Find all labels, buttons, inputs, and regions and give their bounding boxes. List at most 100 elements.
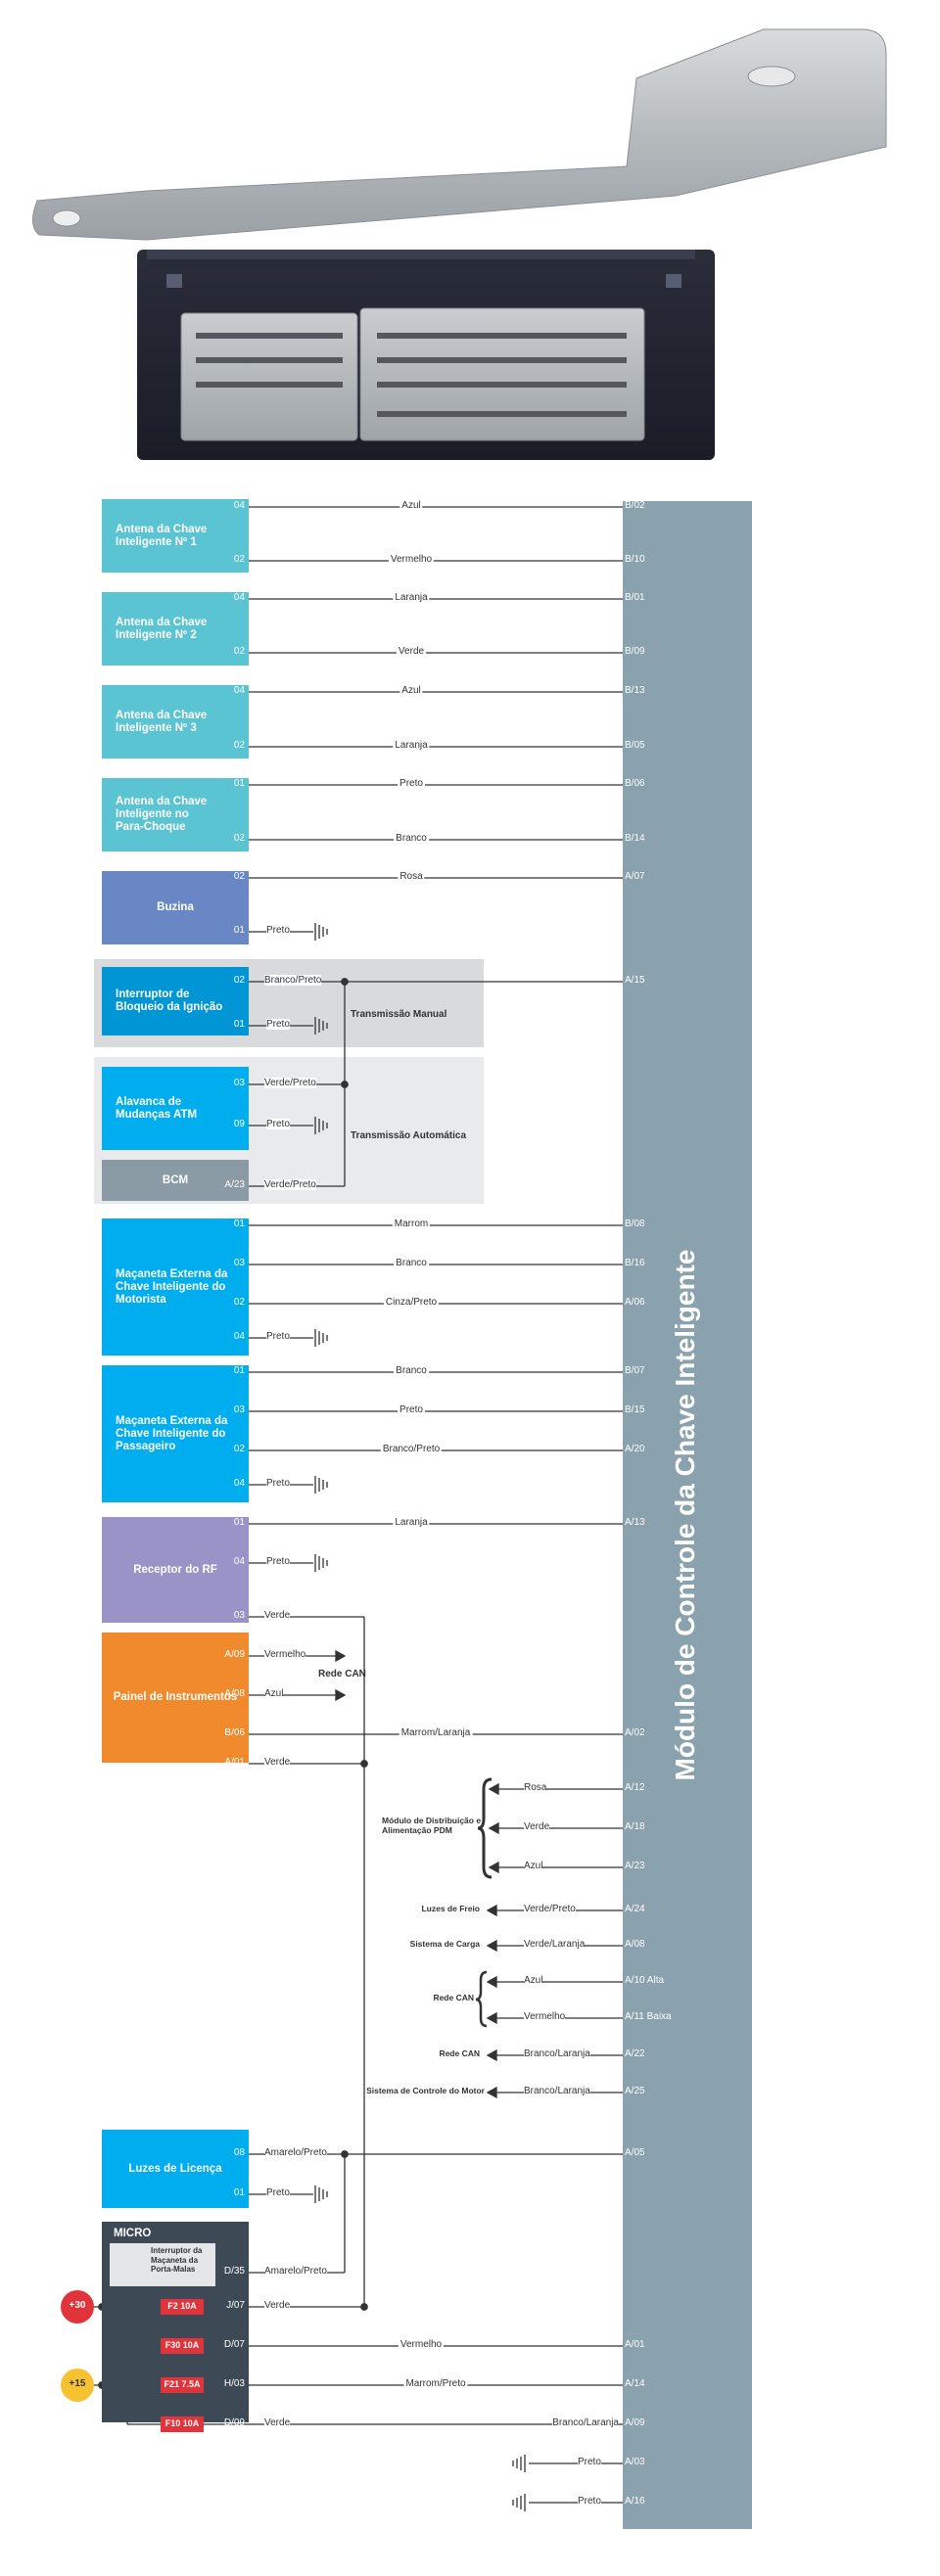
block-label: Receptor do RF (133, 1563, 217, 1576)
pin-label: 01 (233, 1019, 245, 1030)
supply-label: +30 (69, 2300, 86, 2311)
ground-symbol (512, 2494, 526, 2511)
block-interruptor: Interruptor de Bloqueio da Ignição (102, 967, 249, 1035)
block-alavanca: Alavanca de Mudanças ATM (102, 1067, 249, 1150)
pin-label: 04 (233, 685, 245, 696)
module-photo (32, 28, 887, 460)
pin-label: B/06 (224, 1727, 245, 1738)
ecu-pin-label: A/24 (625, 1904, 645, 1914)
pin-label: 02 (233, 554, 245, 565)
arrow-left (486, 1939, 497, 1953)
pin-label: A/23 (224, 1179, 245, 1190)
ecu-pin-label: B/07 (625, 1365, 645, 1376)
rede-can-label: Rede CAN (318, 1669, 366, 1679)
block-buzina: Buzina (102, 871, 249, 944)
ecu-pin-label: A/03 (625, 2457, 645, 2467)
ecu-pin-label: A/11 Baixa (625, 2011, 672, 2022)
wire-color-label: Verde (264, 2417, 291, 2428)
rede-can-label-2: Rede CAN (433, 1993, 474, 2002)
wire-color-label: Branco (394, 833, 429, 844)
pin-label: 01 (233, 2187, 245, 2198)
pin-label: 02 (233, 646, 245, 657)
pin-label: 01 (233, 778, 245, 789)
block-ant1: Antena da Chave Inteligente Nº 1 (102, 499, 249, 573)
junction-dot (341, 2150, 349, 2158)
block-label: Antena da Chave Inteligente Nº 3 (116, 709, 208, 734)
fuse-label: F21 7.5A (164, 2379, 201, 2389)
block-label: Maçaneta Externa da Chave Inteligente do… (116, 1267, 228, 1306)
ecu-pin-label: A/20 (625, 1444, 645, 1454)
wire-color-label: Amarelo/Preto (264, 2266, 327, 2277)
pin-label: 02 (233, 833, 245, 844)
group-label-automatic: Transmissão Automática (351, 1130, 467, 1141)
ecu-pin-label: B/16 (625, 1258, 645, 1268)
arrow-left (488, 1861, 499, 1874)
wire-color-label: Preto (578, 2457, 601, 2467)
wire-color-label: Branco/Laranja (524, 2048, 590, 2059)
ecu-pin-label: A/22 (625, 2048, 645, 2059)
ecu-pin-label: B/02 (625, 500, 645, 511)
block-label: Luzes de Licença (128, 2162, 222, 2175)
pin-label: J/07 (226, 2300, 245, 2311)
block-label: MICRO (114, 2228, 152, 2239)
block-label: Buzina (157, 901, 194, 913)
block-label: Alavanca de Mudanças ATM (116, 1095, 198, 1121)
fuse-box: F2 10A (161, 2299, 204, 2315)
wire-color-label: Verde (264, 2300, 291, 2311)
wire-color-label: Preto (266, 2187, 290, 2198)
ecu-pin-label: B/09 (625, 646, 645, 657)
ecu-pin-label: A/14 (625, 2378, 645, 2389)
wire-color-label: Branco/Laranja (524, 2086, 590, 2096)
supply-plus15: +15 (61, 2369, 94, 2402)
junction-dot (341, 1081, 349, 1088)
wire-color-label: Cinza/Preto (383, 1297, 440, 1308)
fuse-box: F10 10A (161, 2416, 204, 2432)
ecu-pin-label: A/05 (625, 2147, 645, 2158)
wire-color-label: Azul (524, 1975, 543, 1986)
ecu-pin-label: B/01 (625, 592, 645, 603)
ecu-pin-label: B/08 (625, 1219, 645, 1229)
can-brace (475, 1970, 488, 2028)
block-maca_pass: Maçaneta Externa da Chave Inteligente do… (102, 1365, 249, 1502)
pin-label: D/07 (223, 2339, 245, 2350)
ecu-pin-label: B/15 (625, 1404, 645, 1415)
ecu-pin-label: A/07 (625, 871, 645, 882)
pin-label: H/03 (223, 2378, 245, 2389)
wire-color-label: Azul (400, 685, 423, 696)
wire-color-label: Verde/Laranja (524, 1939, 586, 1950)
ecu-pin-label: A/09 (625, 2417, 645, 2428)
ecu-pin-label: A/06 (625, 1297, 645, 1308)
ecu-pin-label: B/13 (625, 685, 645, 696)
pin-label: 03 (233, 1610, 245, 1621)
pin-label: 04 (233, 500, 245, 511)
wire-color-label: Preto (398, 1404, 425, 1415)
output-target-label: Rede CAN (439, 2048, 480, 2058)
arrow-left (488, 1821, 499, 1835)
block-label: Antena da Chave Inteligente Nº 1 (116, 523, 208, 548)
junction-dot (360, 2303, 368, 2311)
wire-color-label: Rosa (398, 871, 425, 882)
junction-dot (360, 1760, 368, 1768)
ecu-pin-label: A/23 (625, 1861, 645, 1871)
wire-color-label: Branco/Preto (380, 1444, 443, 1454)
pin-label: 04 (233, 1556, 245, 1567)
wire-color-label: Branco/Preto (264, 975, 322, 986)
ecu-pin-label: A/15 (625, 975, 645, 986)
arrow-left (486, 2011, 497, 2025)
ecu-pin-label: A/25 (625, 2086, 645, 2096)
ecu-pin-label: B/05 (625, 740, 645, 751)
wire-color-label: Preto (266, 1478, 290, 1489)
ground-symbol (512, 2455, 526, 2472)
ecu-pin-label: B/06 (625, 778, 645, 789)
wire-color-label: Azul (400, 500, 423, 511)
ecu-pin-label: A/13 (625, 1517, 645, 1528)
ground-symbol (314, 923, 328, 941)
wire-color-label: Verde/Preto (264, 1078, 316, 1088)
arrow-left (488, 1782, 499, 1796)
ground-symbol (314, 1476, 328, 1494)
pin-label: 04 (233, 592, 245, 603)
pin-label: 08 (233, 2147, 245, 2158)
pin-label: D/09 (223, 2417, 245, 2428)
block-ant4: Antena da Chave Inteligente no Para-Choq… (102, 778, 249, 851)
ecu-pin-label: A/01 (625, 2339, 645, 2350)
